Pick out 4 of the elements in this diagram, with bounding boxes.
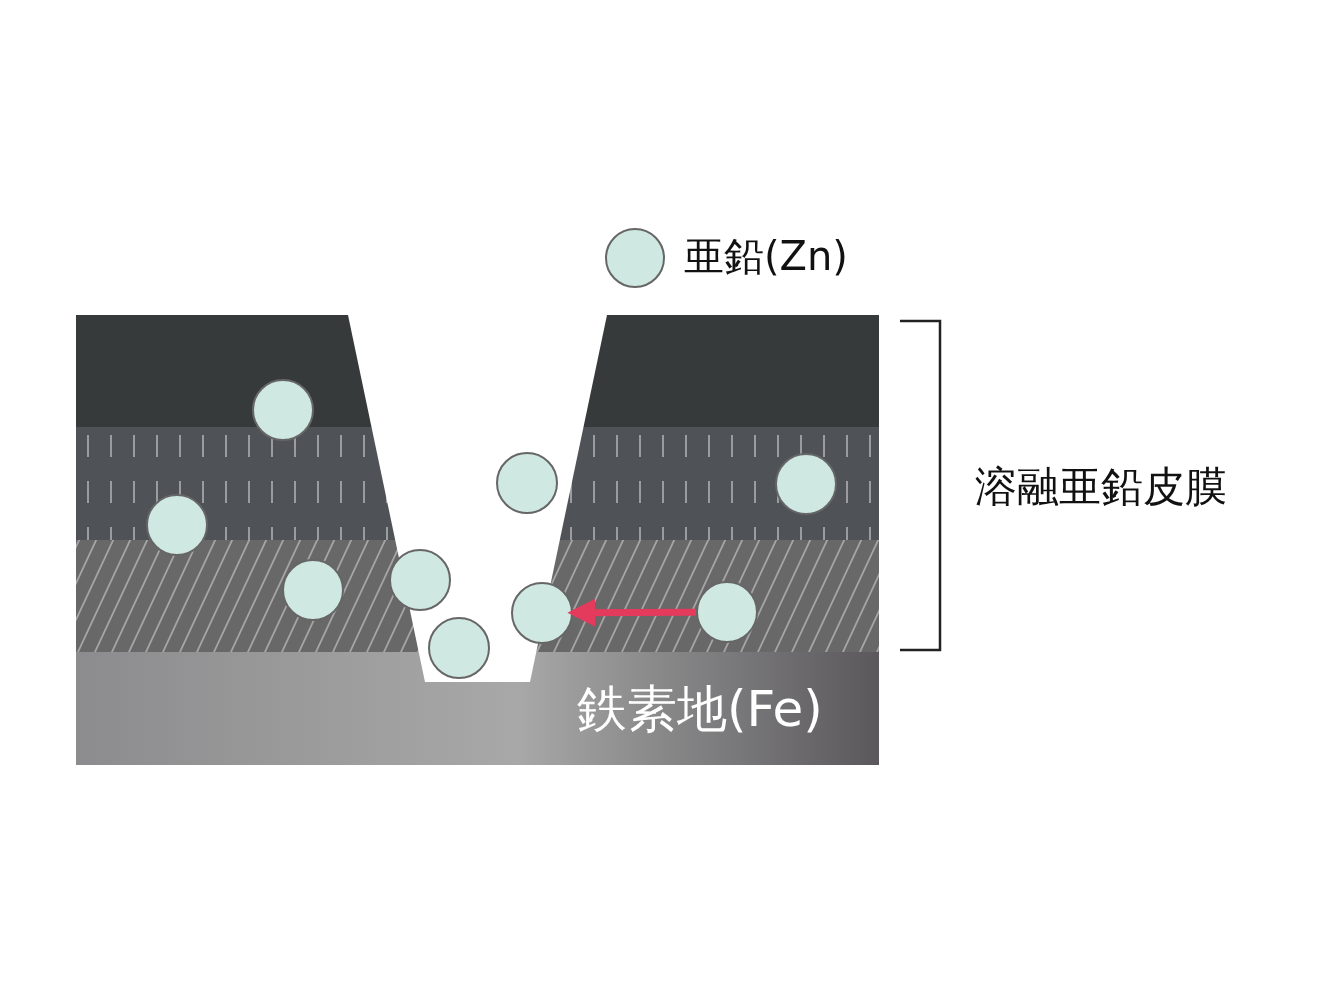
base-metal-label: 鉄素地(Fe) [577, 684, 823, 734]
legend-label: 亜鉛(Zn) [684, 236, 848, 276]
coating-label: 溶融亜鉛皮膜 [975, 466, 1227, 508]
arrow [567, 598, 696, 627]
